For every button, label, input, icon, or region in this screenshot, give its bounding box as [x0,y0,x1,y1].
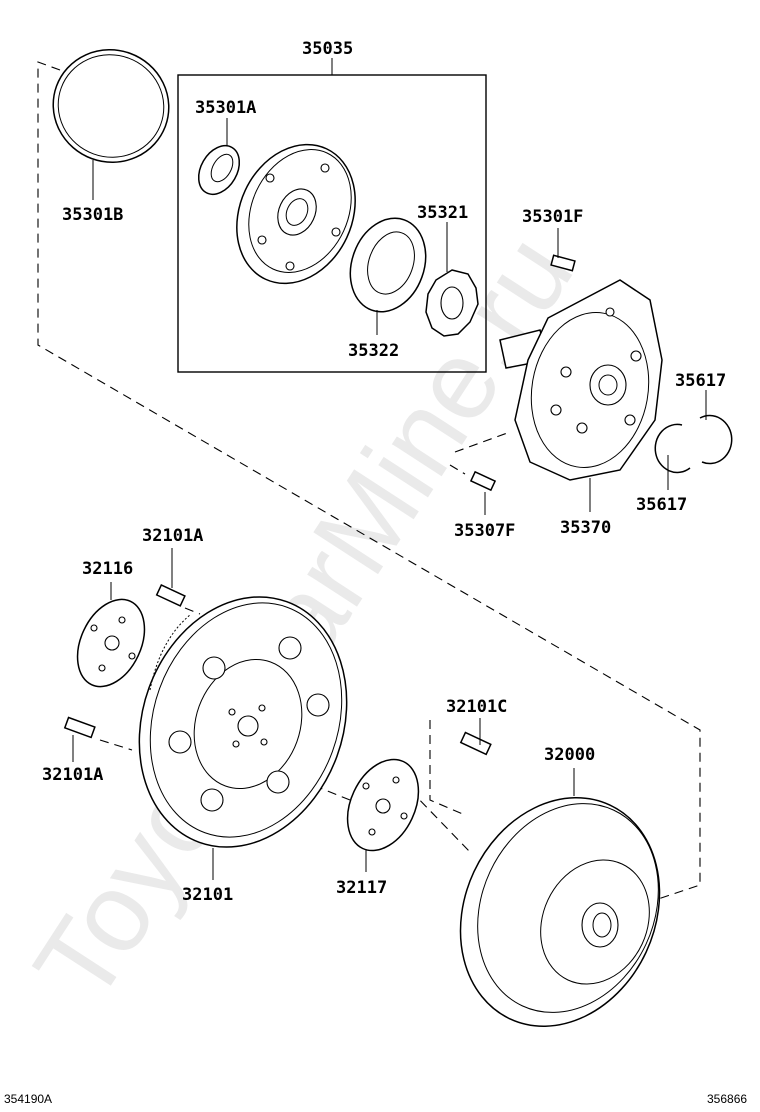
label-35617-bottom: 35617 [636,495,687,515]
torque-converter-32000 [459,768,661,1027]
stator-shaft-35370 [499,279,663,512]
footer-left-code: 354190A [4,1092,52,1106]
label-32101a-left: 32101A [42,765,103,785]
plate-32116 [76,582,146,688]
o-ring-35301b [52,49,170,200]
label-32101a-top: 32101A [142,526,203,546]
label-35301a: 35301A [195,98,256,118]
label-35301f: 35301F [522,207,583,227]
label-35321: 35321 [417,203,468,223]
pump-body-kit-box [177,58,487,373]
driven-gear-35322 [349,217,427,335]
label-35301b: 35301B [62,205,123,225]
label-32101: 32101 [182,885,233,905]
pump-body [236,143,356,285]
label-32116: 32116 [82,559,133,579]
drive-plate-32101 [138,596,348,880]
label-32117: 32117 [336,878,387,898]
bolt-35301f [550,228,576,272]
bolt-32101c [459,718,492,756]
plate-32117 [346,758,420,872]
label-35370: 35370 [560,518,611,538]
bolt-32101a-top [155,548,186,607]
oil-seal-35301a [197,118,241,195]
label-32000: 32000 [544,745,595,765]
footer-right-code: 356866 [707,1092,747,1106]
bolt-35307f [469,470,497,515]
label-35322: 35322 [348,341,399,361]
label-35307f: 35307F [454,521,515,541]
label-35035: 35035 [302,39,353,59]
drive-gear-35321 [425,222,479,337]
label-32101c: 32101C [446,697,507,717]
bolt-32101a-left [63,716,96,762]
label-35617-top: 35617 [675,371,726,391]
seal-rings-35617 [654,390,733,490]
